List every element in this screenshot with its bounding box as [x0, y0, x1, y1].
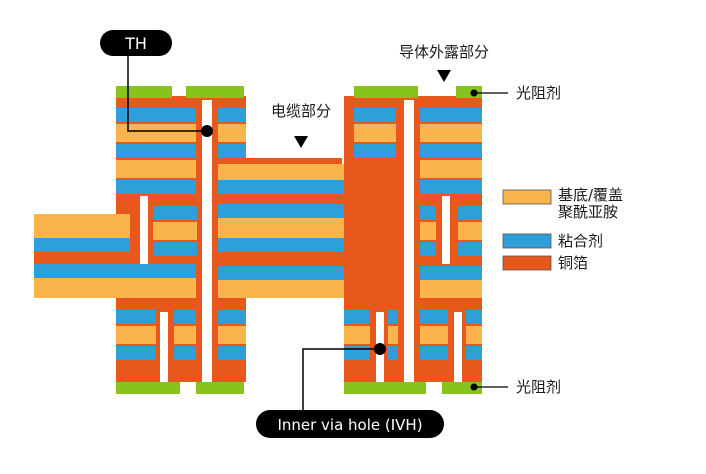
ivh-callout: Inner via hole (IVH) [256, 343, 444, 438]
legend-swatch-copper [502, 255, 552, 271]
legend-adhesive-label: 粘合剂 [558, 232, 603, 250]
legend-copper-label: 铜箔 [558, 254, 588, 272]
resist-top-label: 光阻剂 [516, 84, 561, 102]
ivh-label: Inner via hole (IVH) [277, 416, 422, 434]
cable-part-label: 电缆部分 [271, 102, 331, 120]
legend-swatch-polyimide [502, 189, 552, 205]
legend-polyimide-line1: 基底/覆盖 [558, 186, 623, 204]
ivh-pill [256, 410, 444, 438]
exposed-conductor-label: 导体外露部分 [399, 43, 489, 61]
th-callout: TH [100, 30, 213, 137]
th-marker-dot [201, 125, 213, 137]
legend-swatch-adhesive [502, 233, 552, 249]
left-flex-tail [34, 214, 196, 298]
th-label: TH [124, 34, 147, 53]
th-pill [100, 30, 172, 56]
legend-polyimide-line2: 聚酰亚胺 [558, 203, 618, 221]
cable-arrow-icon [294, 136, 308, 148]
exposed-arrow-icon [437, 70, 451, 82]
legend: 基底/覆盖 聚酰亚胺 粘合剂 铜箔 [502, 186, 623, 272]
resist-bottom-label: 光阻剂 [516, 378, 561, 396]
right-rigid-section [344, 96, 482, 382]
ivh-marker-dot [374, 343, 386, 355]
